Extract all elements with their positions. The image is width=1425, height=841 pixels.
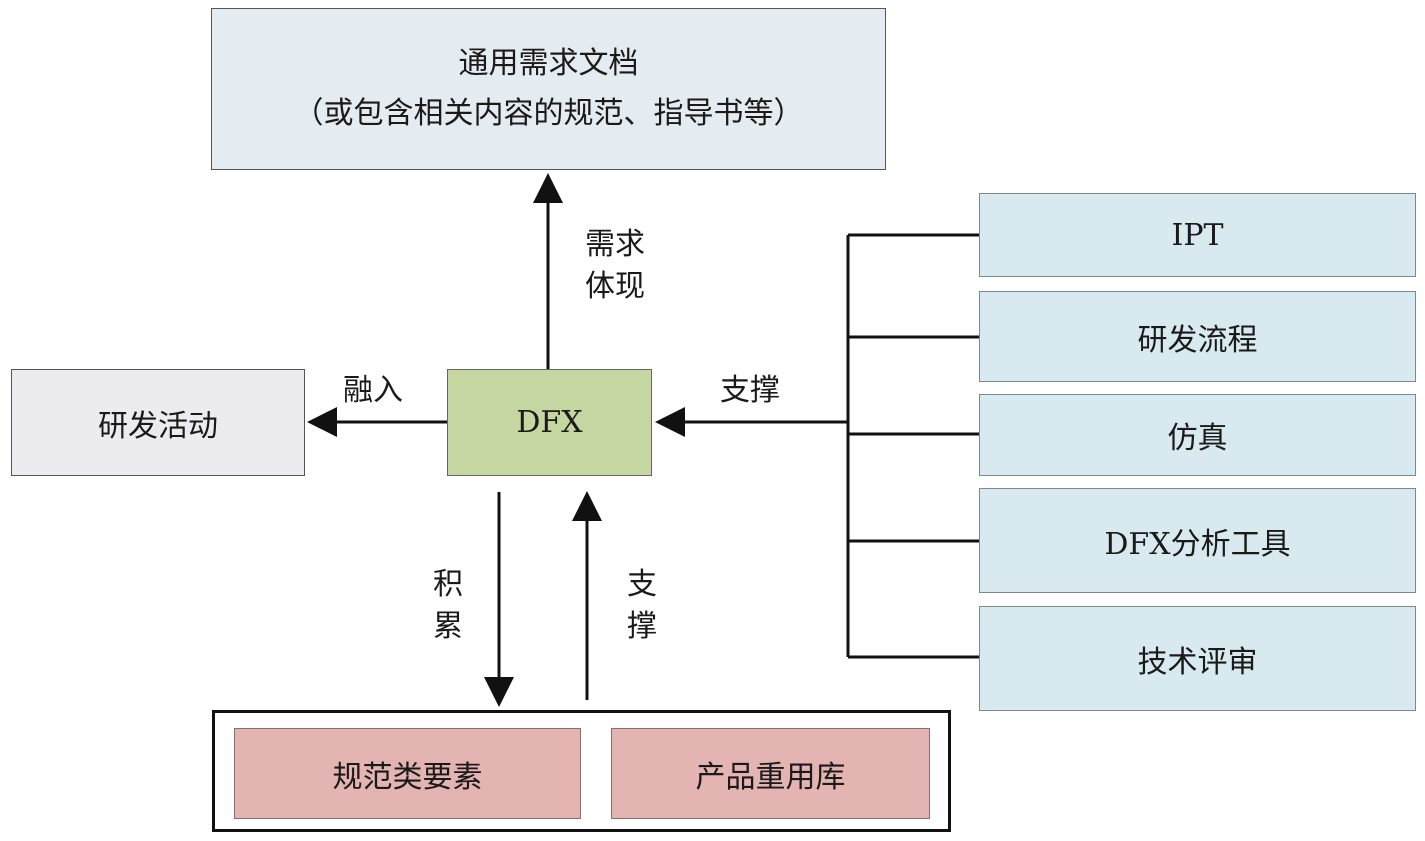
- edge-label-line: 支: [627, 567, 657, 602]
- tool-box-tech-review: 技术评审: [979, 606, 1416, 711]
- tool-label: 技术评审: [1137, 644, 1258, 680]
- tool-box-rd-process: 研发流程: [979, 291, 1416, 382]
- edge-label-accumulate: 积 累: [428, 564, 468, 648]
- edge-label-support-tools: 支撑: [710, 370, 790, 412]
- tool-label: 仿真: [1167, 421, 1228, 456]
- doc-title: 通用需求文档: [458, 46, 639, 81]
- general-requirements-doc-box: 通用需求文档 （或包含相关内容的规范、指导书等）: [211, 8, 886, 170]
- rd-activity-box: 研发活动: [11, 369, 305, 476]
- tool-label: IPT: [1171, 217, 1224, 253]
- edge-label-line: 积: [433, 567, 463, 602]
- edge-label-line: 需求: [585, 227, 645, 262]
- doc-subtitle: （或包含相关内容的规范、指导书等）: [293, 96, 804, 131]
- tool-label: DFX分析工具: [1104, 526, 1291, 562]
- tool-box-ipt: IPT: [979, 193, 1416, 277]
- tool-box-dfx-analysis: DFX分析工具: [979, 488, 1416, 593]
- edge-label-requirement-reflect: 需求 体现: [575, 224, 655, 308]
- spec-elements-label: 规范类要素: [332, 759, 483, 795]
- product-reuse-library-box: 产品重用库: [611, 728, 930, 819]
- edge-label-integrate: 融入: [333, 370, 413, 412]
- edge-label-line: 撑: [627, 609, 657, 644]
- edge-label-text: 融入: [343, 373, 403, 408]
- tool-box-simulation: 仿真: [979, 394, 1416, 476]
- product-reuse-library-label: 产品重用库: [695, 759, 846, 795]
- spec-elements-box: 规范类要素: [234, 728, 581, 819]
- rd-activity-label: 研发活动: [98, 408, 218, 444]
- edge-label-line: 体现: [585, 269, 645, 304]
- edge-label-support-library: 支 撑: [622, 564, 662, 648]
- edge-label-text: 支撑: [720, 373, 780, 408]
- edge-label-line: 累: [433, 609, 463, 644]
- dfx-box: DFX: [447, 369, 652, 476]
- tool-label: 研发流程: [1137, 322, 1258, 358]
- dfx-label: DFX: [516, 405, 583, 440]
